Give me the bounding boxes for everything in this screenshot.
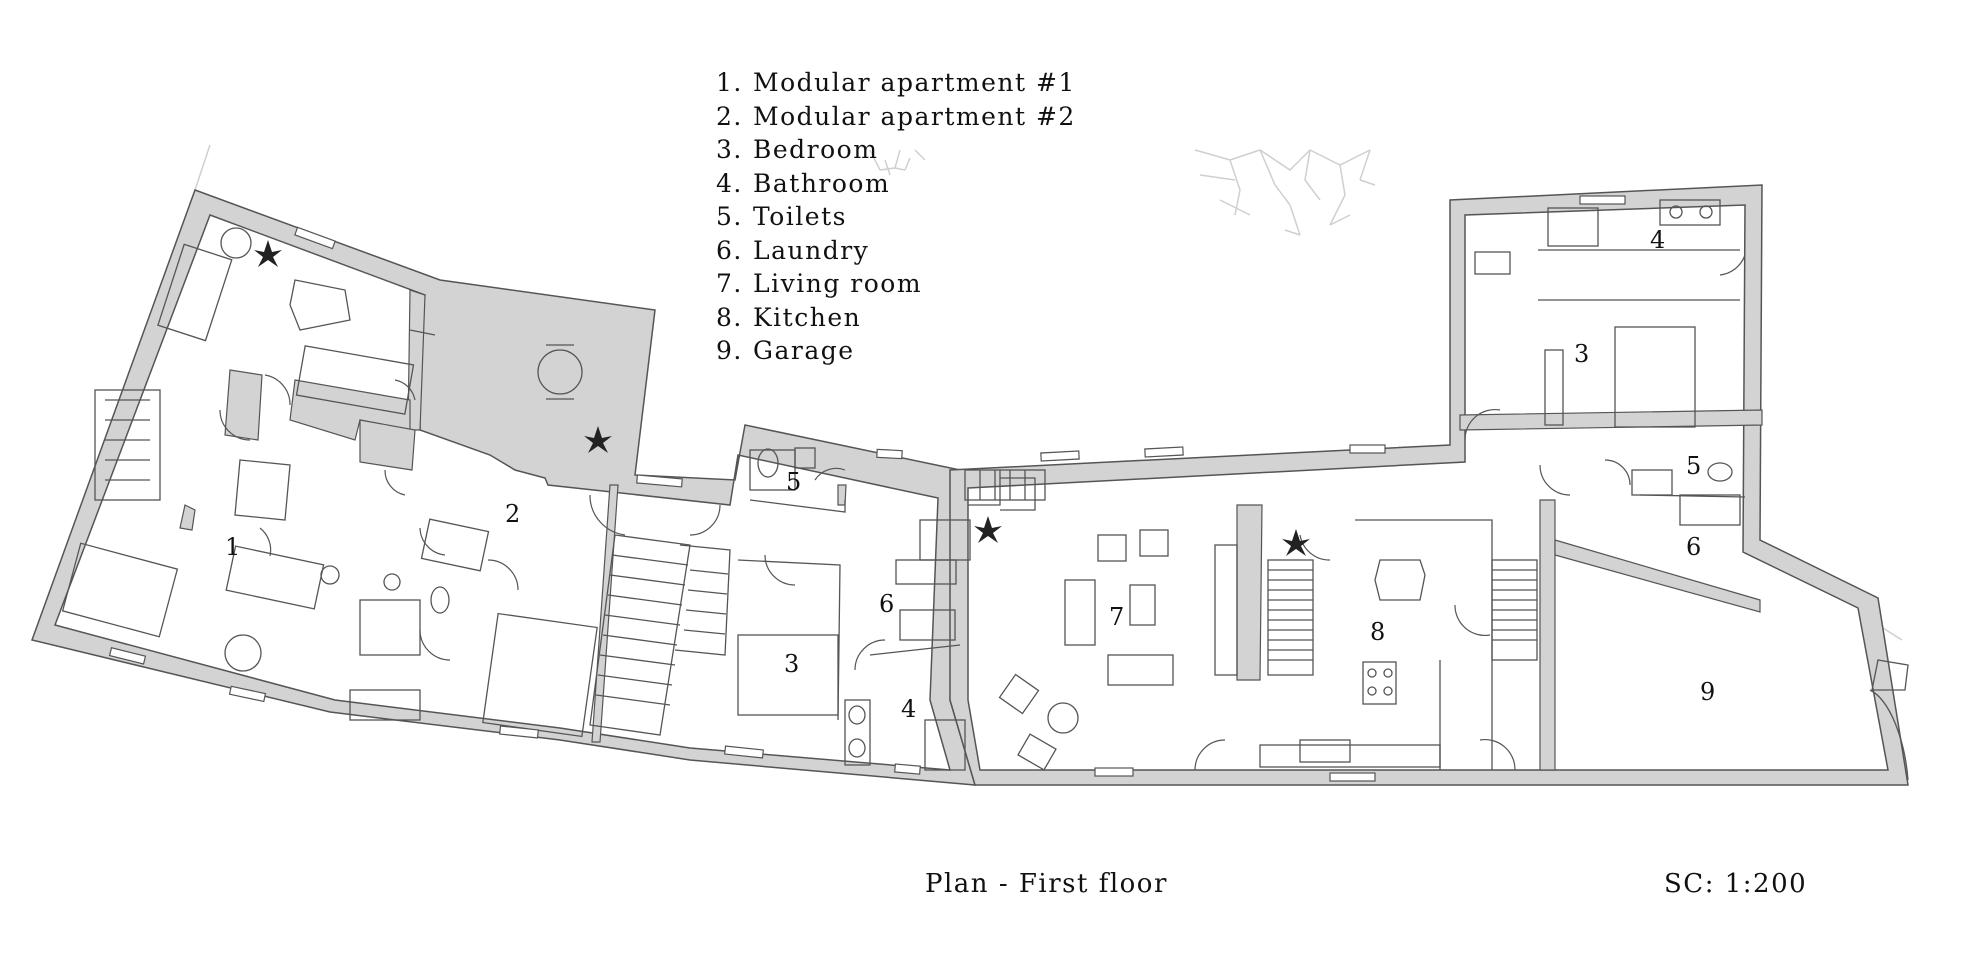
room-label: 4 (1650, 226, 1665, 254)
tree-sketch-right (1194, 149, 1376, 236)
room-label: 5 (786, 468, 801, 496)
site-line (194, 144, 211, 191)
legend-item: 2.Modular apartment #2 (716, 101, 1076, 131)
walls (31, 184, 1909, 786)
room-label: 5 (1686, 452, 1701, 480)
legend-item: 5.Toilets (716, 202, 847, 231)
plant-icon (254, 240, 282, 267)
tree-sketch-left (869, 149, 926, 176)
room-label: 4 (901, 695, 916, 723)
legend-item: 6.Laundry (716, 235, 870, 265)
room-label: 8 (1370, 618, 1385, 646)
plant-icon (1282, 529, 1310, 556)
room-label: 3 (784, 650, 799, 678)
plant-icon (584, 426, 612, 453)
legend-item: 1.Modular apartment #1 (716, 68, 1076, 97)
room-label: 7 (1109, 603, 1124, 631)
room-label: 6 (879, 590, 894, 618)
plan-title: Plan - First floor (925, 869, 1168, 899)
windows (108, 195, 1626, 782)
plan-scale: SC: 1:200 (1664, 869, 1808, 899)
room-label: 9 (1700, 678, 1715, 706)
legend-item: 4.Bathroom (716, 168, 891, 198)
door-swings (219, 254, 1746, 771)
room-label: 6 (1686, 533, 1701, 561)
interior-walls (179, 289, 1763, 771)
furniture (61, 199, 1909, 781)
legend-item: 7.Living room (716, 269, 923, 298)
room-label: 3 (1574, 340, 1589, 368)
room-label: 1 (225, 533, 240, 561)
legend-item: 3.Bedroom (716, 135, 879, 164)
room-label: 2 (505, 500, 520, 528)
plant-icons (254, 240, 1310, 556)
legend-item: 9.Garage (716, 336, 855, 365)
room-legend: 1.Modular apartment #1 2.Modular apartme… (716, 66, 1076, 368)
legend-item: 8.Kitchen (716, 302, 862, 332)
plant-icon (974, 516, 1002, 543)
room-labels: 1 2 3 5 6 4 7 8 4 3 5 6 9 (225, 226, 1715, 723)
